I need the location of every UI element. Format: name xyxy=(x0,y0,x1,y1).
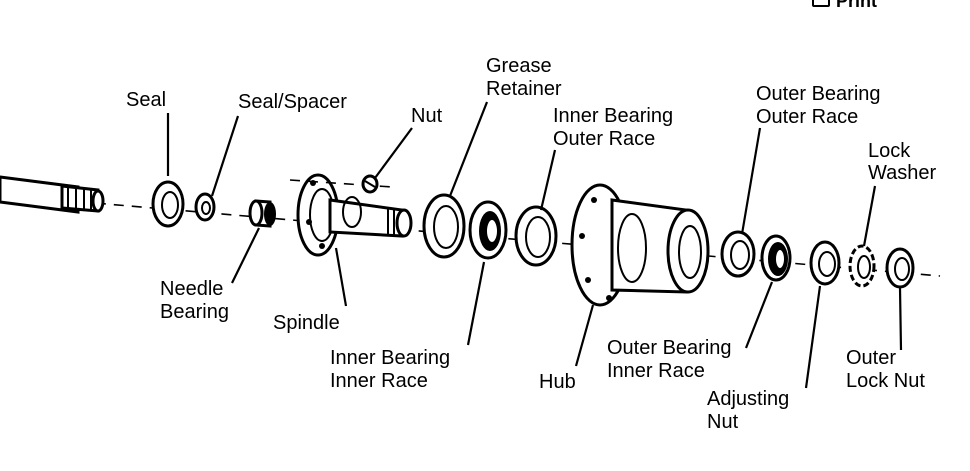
leader-outer-lock-nut xyxy=(898,287,903,351)
print-label: Print xyxy=(836,0,878,11)
label-needle-bearing-line1: Needle xyxy=(160,278,223,300)
grease-retainer-part xyxy=(422,193,466,259)
nut-part xyxy=(289,174,393,194)
inner-bearing-inner-race-part xyxy=(468,200,508,260)
label-lock-washer-line1: Lock xyxy=(868,140,911,162)
lock-washer-part xyxy=(848,244,876,288)
adjusting-nut-part xyxy=(809,240,841,286)
label-outer-lock-nut-line2: Lock Nut xyxy=(846,370,925,392)
inner-bearing-outer-race-part xyxy=(514,205,558,267)
leader-needle-bearing xyxy=(231,227,260,284)
label-grease-retainer-line1: Grease xyxy=(486,55,552,77)
leader-grease-retainer xyxy=(448,101,489,197)
leader-outer-bearing-inner-race xyxy=(744,281,774,349)
leader-inner-bearing-outer-race xyxy=(539,149,557,211)
seal-part xyxy=(151,180,185,228)
label-lock-washer-line2: Washer xyxy=(868,162,937,184)
leader-inner-bearing-inner-race xyxy=(466,261,486,346)
outer-bearing-inner-race-part xyxy=(760,234,792,282)
leader-lock-washer xyxy=(862,185,877,247)
label-needle-bearing-line2: Bearing xyxy=(160,301,229,323)
label-outer-lock-nut-line1: Outer xyxy=(846,347,896,369)
leader-nut xyxy=(374,127,413,179)
label-outer-bearing-outer-race-line1: Outer Bearing xyxy=(756,83,881,105)
label-outer-bearing-inner-race-line2: Inner Race xyxy=(607,360,705,382)
label-spindle: Spindle xyxy=(273,312,340,334)
label-inner-bearing-outer-race-line1: Inner Bearing xyxy=(553,105,673,127)
label-adjusting-nut-line1: Adjusting xyxy=(707,388,789,410)
label-grease-retainer-line2: Retainer xyxy=(486,78,562,100)
leader-hub xyxy=(574,304,595,367)
seal-spacer-part xyxy=(194,192,216,222)
label-adjusting-nut-line2: Nut xyxy=(707,411,739,433)
label-outer-bearing-inner-race-line1: Outer Bearing xyxy=(607,337,732,359)
label-nut: Nut xyxy=(411,105,443,127)
leader-outer-bearing-outer-race xyxy=(740,127,762,235)
leader-seal-spacer xyxy=(210,115,240,197)
label-inner-bearing-inner-race-line2: Inner Race xyxy=(330,370,428,392)
outer-lock-nut-part xyxy=(885,247,915,289)
printer-icon xyxy=(812,0,830,7)
label-seal: Seal xyxy=(126,89,166,111)
needle-bearing-part xyxy=(248,199,276,228)
leader-adjusting-nut xyxy=(804,285,822,389)
label-inner-bearing-inner-race-line1: Inner Bearing xyxy=(330,347,450,369)
axle-shaft xyxy=(0,175,105,214)
hub-part xyxy=(570,183,710,307)
leader-spindle xyxy=(334,247,348,307)
label-outer-bearing-outer-race-line2: Outer Race xyxy=(756,106,858,128)
outer-bearing-outer-race-part xyxy=(720,230,756,278)
spindle-part xyxy=(296,173,413,257)
label-hub: Hub xyxy=(539,371,576,393)
print-button[interactable]: Print xyxy=(812,0,878,11)
label-inner-bearing-outer-race-line2: Outer Race xyxy=(553,128,655,150)
label-seal-spacer: Seal/Spacer xyxy=(238,91,347,113)
